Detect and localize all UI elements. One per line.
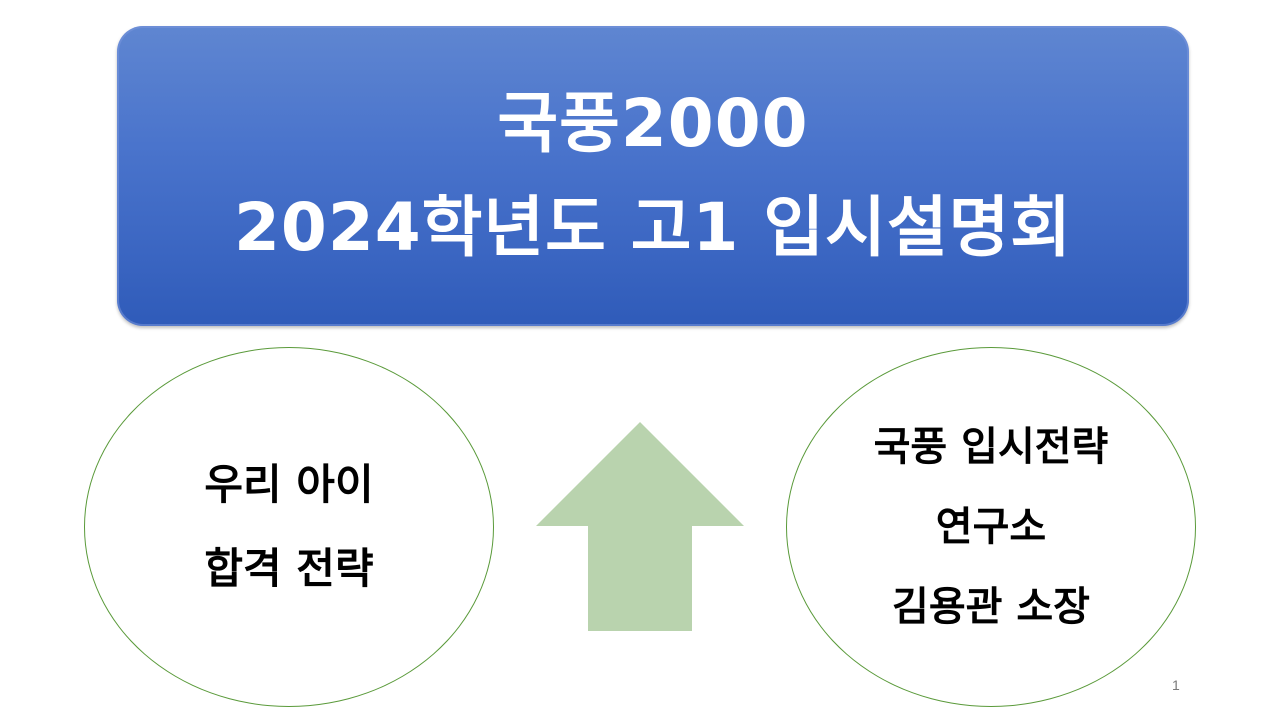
right-circle-line-3: 김용관 소장 — [892, 584, 1090, 630]
left-circle: 우리 아이 합격 전략 — [84, 347, 494, 707]
title-line-2: 2024학년도 고1 입시설명회 — [233, 189, 1073, 266]
right-circle: 국풍 입시전략 연구소 김용관 소장 — [786, 347, 1196, 707]
left-circle-line-1: 우리 아이 — [204, 460, 374, 509]
right-circle-line-2: 연구소 — [935, 504, 1047, 550]
up-arrow-shape — [536, 422, 744, 631]
right-circle-line-1: 국풍 입시전략 — [873, 424, 1109, 470]
page-number: 1 — [1172, 677, 1180, 693]
title-line-1: 국풍2000 — [497, 85, 809, 162]
left-circle-line-2: 합격 전략 — [204, 544, 374, 593]
title-banner: 국풍2000 2024학년도 고1 입시설명회 — [117, 26, 1189, 326]
up-arrow-icon — [536, 422, 744, 631]
